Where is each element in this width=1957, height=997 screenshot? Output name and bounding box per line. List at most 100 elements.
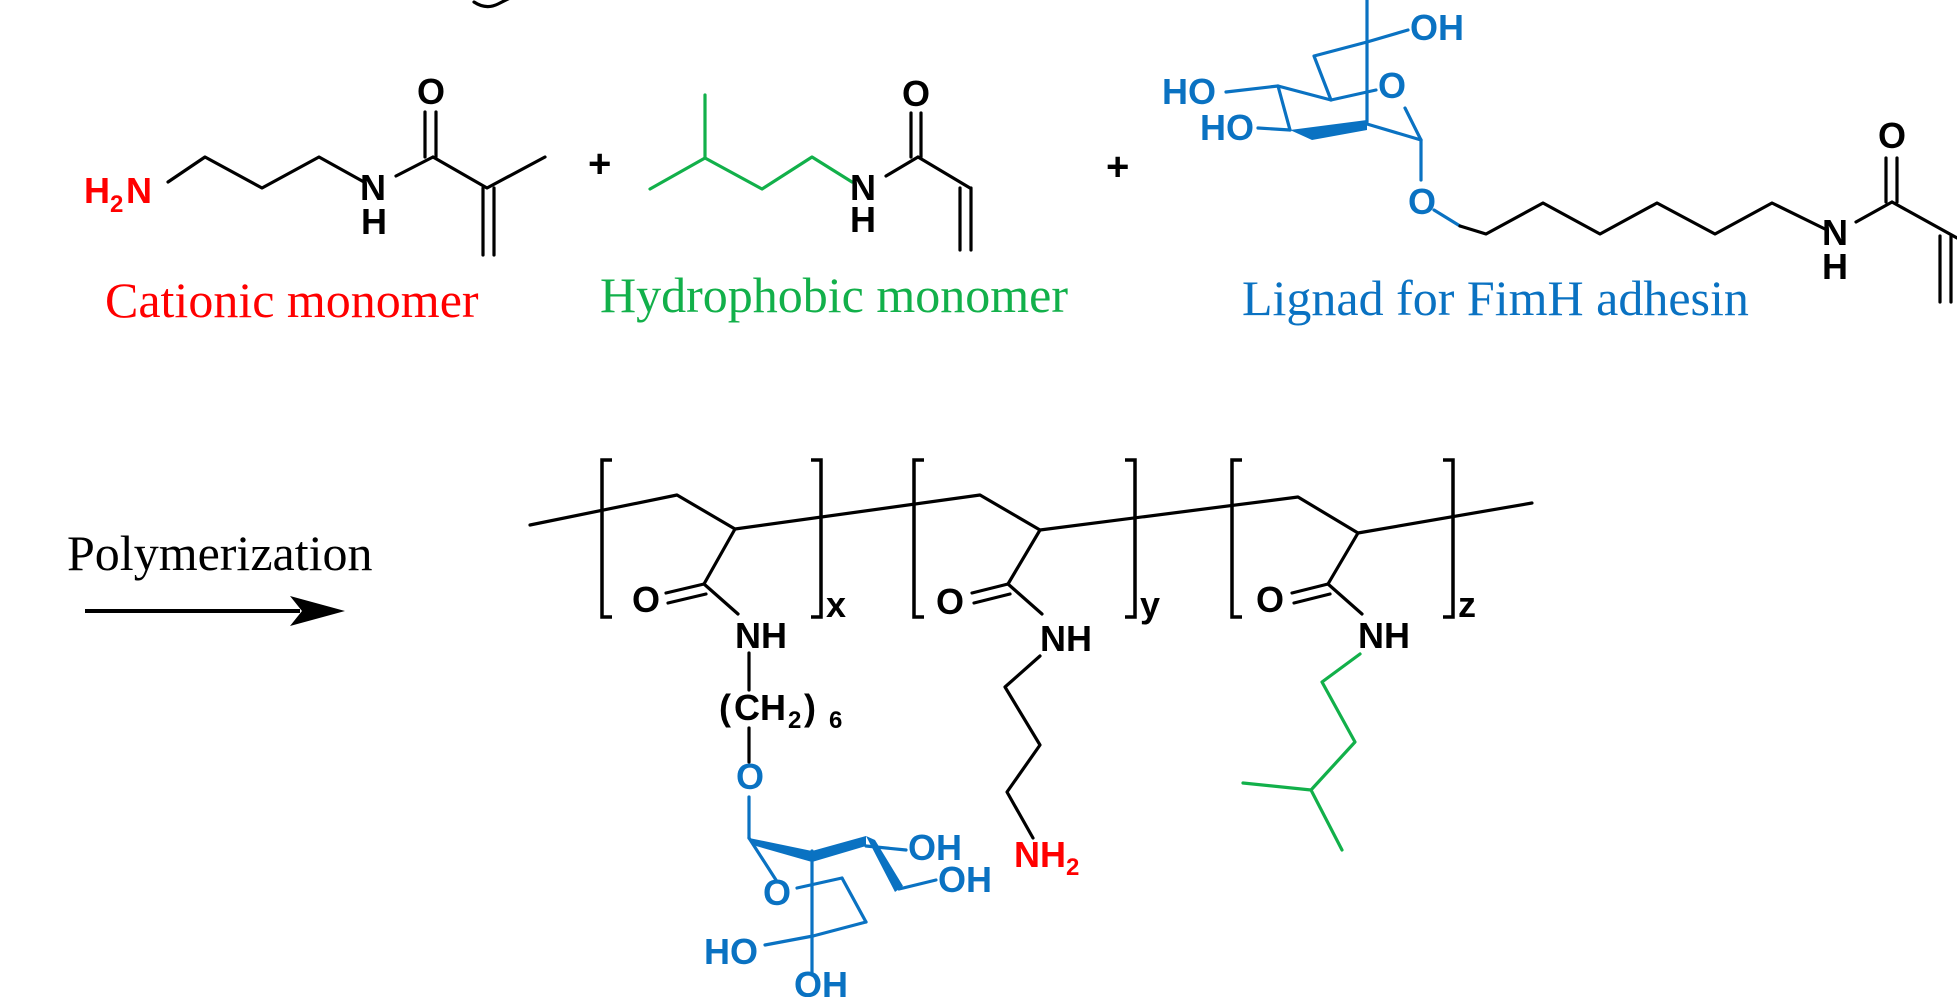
- unit1-chain-CH: CH: [734, 687, 786, 728]
- bracket-x-close: [811, 458, 823, 619]
- hydrophobic-amide-H: H: [850, 199, 876, 240]
- unit2-propyl-chain: [1003, 654, 1042, 840]
- unit1-OH-3: OH: [794, 964, 848, 997]
- unit3-pendant-bond: [1326, 531, 1360, 586]
- repeat-z-subscript: z: [1458, 584, 1476, 625]
- unit1-carbonyl-O: O: [632, 579, 660, 620]
- ligand-monomer-label: Lignad for FimH adhesin: [1242, 270, 1749, 326]
- cropped-text-fragment: [472, 0, 510, 9]
- unit2-NH: NH: [1040, 618, 1092, 659]
- ligand-carbonyl-O: O: [1878, 115, 1906, 156]
- ligand-ring-wedge-front: [1290, 120, 1367, 140]
- unit1-ring-lower-left: [811, 920, 868, 938]
- unit3-carbonyl-O: O: [1256, 579, 1284, 620]
- hydrophobic-amide-bond: [884, 155, 920, 178]
- unit1-pendant-bond: [702, 527, 737, 586]
- unit1-OH-1: OH: [908, 827, 962, 868]
- bracket-y-close: [1125, 458, 1137, 619]
- unit1-chain-subscript-6: 6: [829, 707, 842, 734]
- unit1-ho-bond: [763, 934, 815, 947]
- ligand-amide-N: N: [1822, 212, 1848, 253]
- plus-sign-1: +: [588, 142, 611, 186]
- repeat-x-subscript: x: [826, 584, 846, 625]
- unit1-HO: HO: [704, 931, 758, 972]
- unit3-carbonyl-bond-a: [1290, 582, 1330, 595]
- unit2-carbonyl-bond-b: [972, 592, 1012, 605]
- unit1-OH-2: OH: [938, 859, 992, 900]
- ligand-glycosidic-O: O: [1408, 181, 1436, 222]
- polymerization-label: Polymerization: [67, 525, 373, 581]
- unit1-ring-lower-right: [840, 876, 868, 924]
- hydrophobic-carbonyl-O: O: [902, 73, 930, 114]
- hydrophobic-monomer-label: Hydrophobic monomer: [600, 267, 1068, 323]
- unit2-pendant-bond: [1006, 528, 1042, 586]
- ligand-ring-left: [1276, 84, 1333, 132]
- unit1-ring-wedge-top: [812, 836, 866, 862]
- cationic-amide-bond: [394, 155, 435, 178]
- hydrophobic-acryl-bond: [916, 155, 972, 190]
- reaction-arrow-head: [290, 596, 345, 626]
- unit2-amine-subscript: 2: [1066, 854, 1079, 881]
- ligand-hexyl-linker: [1458, 201, 1829, 236]
- ligand-ho1-bond: [1224, 84, 1280, 94]
- cationic-amide-N: N: [360, 167, 386, 208]
- ligand-amide-H: H: [1822, 246, 1848, 287]
- unit3-carbonyl-bond-b: [1292, 592, 1332, 605]
- ligand-OH-top: OH: [1410, 7, 1464, 48]
- polymer-backbone: [528, 493, 1534, 535]
- cationic-carbonyl-O: O: [417, 71, 445, 112]
- unit3-methyl-branch: [1241, 781, 1313, 792]
- hydrophobic-amide-N: N: [850, 167, 876, 208]
- unit2-amine-NH: NH: [1014, 834, 1066, 875]
- unit3-NH: NH: [1358, 615, 1410, 656]
- cationic-propyl-chain: [166, 155, 366, 190]
- ligand-ring-front-right: [1365, 122, 1423, 142]
- ligand-linker-start: [1432, 208, 1462, 228]
- unit2-carbonyl-bond-a: [970, 582, 1010, 595]
- unit1-ring-wedge-left: [749, 838, 812, 862]
- unit1-chain-paren-close: ): [804, 687, 816, 728]
- unit1-oh1-bond: [864, 844, 908, 852]
- unit2-carbonyl-O: O: [936, 581, 964, 622]
- unit3-amide-bond: [1326, 582, 1364, 616]
- unit1-NH: NH: [735, 615, 787, 656]
- ligand-oh-bond: [1365, 28, 1410, 44]
- bracket-z-open: [1230, 458, 1242, 619]
- ligand-ho2-bond: [1256, 126, 1292, 132]
- ligand-HO-lower: HO: [1200, 107, 1254, 148]
- unit3-isopentyl-chain: [1309, 652, 1362, 852]
- cationic-amine-subscript: 2: [110, 191, 123, 218]
- polymer-structure: x y z O NH ( CH 2 ) 6 O O OH O: [528, 458, 1534, 997]
- cationic-monomer-structure: H 2 N N H O: [84, 71, 547, 257]
- unit1-ring-bottom-bond: [795, 876, 844, 890]
- unit1-carbonyl-bond-a: [664, 582, 706, 595]
- bracket-z-close: [1443, 458, 1455, 619]
- unit1-ring-wedge-right: [866, 836, 903, 892]
- ligand-ring-top-bond: [1329, 88, 1378, 102]
- unit1-link-O: O: [736, 756, 764, 797]
- bracket-y-open: [912, 458, 924, 619]
- hydrophobic-monomer-structure: N H O: [648, 73, 973, 252]
- cationic-amide-H: H: [361, 201, 387, 242]
- bracket-x-open: [600, 458, 612, 619]
- unit1-oh2-bond: [897, 878, 938, 891]
- repeat-y-subscript: y: [1140, 584, 1160, 625]
- cationic-amine-H: H: [84, 170, 110, 211]
- ligand-ring-O-bond: [1403, 106, 1423, 142]
- cationic-methacryl-backbone: [431, 155, 547, 190]
- unit1-carbonyl-bond-b: [666, 592, 708, 605]
- ligand-HO-upper: HO: [1162, 71, 1216, 112]
- ligand-monomer-structure: OH O HO HO O N H O: [1162, 0, 1957, 304]
- plus-sign-2: +: [1106, 145, 1129, 189]
- ligand-ring-O: O: [1378, 65, 1406, 106]
- cationic-amine-N: N: [126, 170, 152, 211]
- unit1-ring-O-bond-left: [747, 836, 778, 882]
- cationic-monomer-label: Cationic monomer: [105, 272, 479, 328]
- unit1-chain-paren-open: (: [719, 687, 731, 728]
- unit1-chain-subscript-2: 2: [788, 707, 801, 734]
- ligand-acryl-bond: [1890, 200, 1957, 240]
- unit2-amide-bond: [1006, 582, 1044, 616]
- ligand-ring-back: [1312, 40, 1369, 102]
- hydrophobic-isopentyl-chain: [648, 155, 854, 191]
